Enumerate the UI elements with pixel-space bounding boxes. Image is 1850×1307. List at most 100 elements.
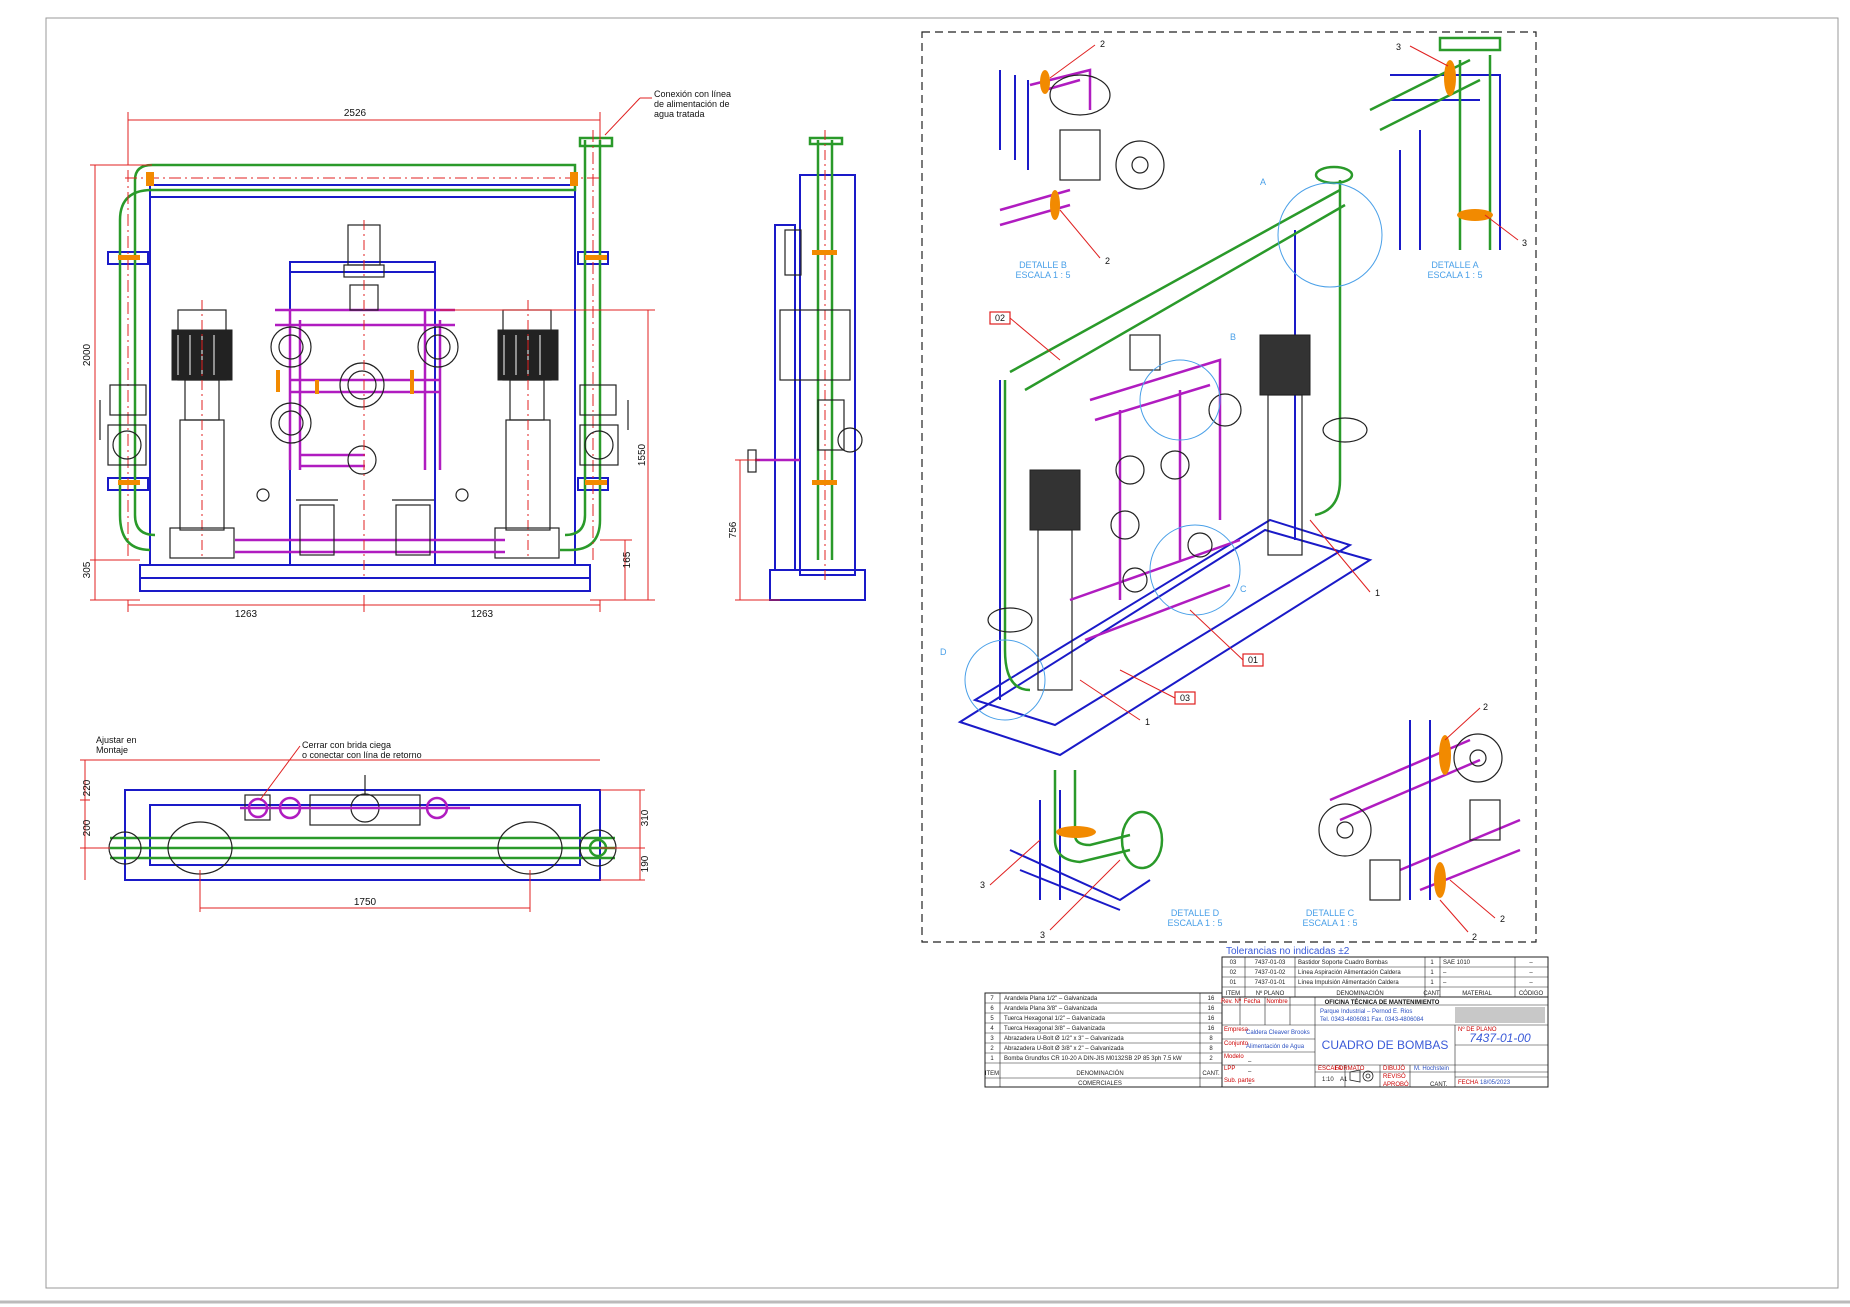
sub-label: Sub. partes (1224, 1078, 1255, 1084)
dibujo-value: M. Hochstein (1414, 1066, 1449, 1072)
parts-row-denom: Abrazadera U-Bolt Ø 3/8" x 2" – Galvaniz… (1004, 1046, 1124, 1052)
parts-row-item: 1 (990, 1056, 994, 1062)
dim-756: 756 (728, 521, 739, 538)
sub-value: – (1248, 1081, 1252, 1087)
lpp-label: LPP (1224, 1066, 1235, 1072)
company-logo (1455, 1007, 1545, 1023)
side-view: 756 (728, 130, 866, 601)
conjunto-value: Alimentación de Agua (1246, 1044, 1305, 1050)
parts-row-plano: 7437-01-03 (1255, 960, 1286, 966)
parts-row-denom: Arandela Plana 1/2" – Galvanizada (1004, 996, 1098, 1002)
flange-note-line2: o conectar con lína de retorno (302, 750, 422, 760)
parts-row-cant: 2 (1209, 1056, 1213, 1062)
dim-220: 220 (82, 779, 93, 796)
formato-value: A1 (1340, 1077, 1348, 1083)
prl-header-item: ITEM (1226, 991, 1240, 997)
cant-label: CANT. (1430, 1082, 1448, 1088)
pll-header-denom: DENOMINACIÓN (1076, 1070, 1123, 1077)
pump-left (169, 300, 235, 560)
title-block: Rev. Nº Fecha Nombre OFICINA TÉCNICA DE … (1221, 996, 1549, 1088)
parts-row-cant: 1 (1430, 980, 1434, 986)
parts-row-denom: Tuerca Hexagonal 1/2" – Galvanizada (1004, 1016, 1106, 1022)
pump-right (494, 300, 560, 560)
empresa-value: Caldera Cleaver Brooks (1246, 1030, 1310, 1036)
formato-label: FORMATO (1335, 1066, 1365, 1072)
parts-row-item: 02 (1230, 970, 1237, 976)
detail-d-callout-left: 3 (980, 880, 985, 890)
callout-1b: 1 (1375, 588, 1380, 598)
pll-header-item: ITEM (985, 1071, 999, 1077)
parts-row-denom: Línea Aspiración Alimentación Caldera (1298, 970, 1401, 976)
rev-header: Rev. Nº (1221, 998, 1242, 1005)
prl-header-material: MATERIAL (1462, 991, 1492, 997)
prl-header-cant: CANT. (1423, 991, 1441, 997)
connection-note-line2: de alimentación de (654, 99, 730, 109)
office-name: OFICINA TÉCNICA DE MANTENIMIENTO (1325, 998, 1440, 1006)
adjust-note-line1: Ajustar en (96, 735, 137, 745)
dim-200: 200 (82, 819, 93, 836)
parts-row-item: 03 (1230, 960, 1237, 966)
dim-height-total: 2000 (82, 343, 93, 366)
flange-note-line1: Cerrar con brida ciega (302, 740, 391, 750)
parts-row-item: 2 (990, 1046, 994, 1052)
callout-03: 03 (1180, 693, 1190, 703)
dim-width-total: 2526 (344, 108, 367, 119)
parts-row-codigo: – (1529, 980, 1533, 986)
parts-row-codigo: – (1529, 960, 1533, 966)
detail-a-callout-bottom: 3 (1522, 238, 1527, 248)
detail-letter-c: C (1240, 584, 1247, 594)
parts-row-cant: 16 (1208, 996, 1215, 1002)
parts-row-plano: 7437-01-02 (1255, 970, 1286, 976)
parts-row-cant: 16 (1208, 1006, 1215, 1012)
aprobo-label: APROBÓ (1383, 1081, 1409, 1088)
parts-row-item: 5 (990, 1016, 994, 1022)
detail-c-callout-right: 2 (1500, 914, 1505, 924)
detail-b-callout-top: 2 (1100, 39, 1105, 49)
parts-row-item: 4 (990, 1026, 994, 1032)
parts-row-cant: 1 (1430, 970, 1434, 976)
office-address: Parque Industrial – Pernod E. Rios (1320, 1009, 1412, 1015)
detail-b: 2 2 DETALLE B ESCALA 1 : 5 (999, 39, 1165, 280)
reviso-label: REVISÓ (1383, 1073, 1406, 1080)
dim-310: 310 (640, 809, 651, 826)
callout-1a: 1 (1145, 717, 1150, 727)
detail-c-callout-bottom: 2 (1472, 932, 1477, 942)
dim-305: 305 (82, 561, 93, 578)
dim-190: 190 (640, 855, 651, 872)
projection-symbol-icon (1349, 1069, 1374, 1083)
dim-1750: 1750 (354, 897, 377, 908)
dim-half-left: 1263 (235, 609, 258, 620)
dibujo-label: DIBUJÓ (1383, 1065, 1405, 1072)
fecha-label: FECHA (1458, 1080, 1478, 1086)
detail-a: 3 3 DETALLE A ESCALA 1 : 5 (1369, 36, 1527, 280)
connection-note-line3: agua tratada (654, 109, 705, 119)
detail-d-title: DETALLE D (1171, 908, 1220, 918)
dim-1550: 1550 (637, 443, 648, 466)
callout-02: 02 (995, 313, 1005, 323)
detail-a-scale: ESCALA 1 : 5 (1427, 270, 1482, 280)
detail-c: 2 2 2 DETALLE C ESCALA 1 : 5 (1302, 702, 1521, 942)
detail-b-title: DETALLE B (1019, 260, 1067, 270)
parts-row-cant: 8 (1209, 1036, 1213, 1042)
prl-header-denom: DENOMINACIÓN (1336, 990, 1383, 997)
detail-d-scale: ESCALA 1 : 5 (1167, 918, 1222, 928)
parts-row-material: – (1443, 980, 1447, 986)
parts-row-denom: Arandela Plana 3/8" – Galvanizada (1004, 1006, 1098, 1012)
detail-c-title: DETALLE C (1306, 908, 1355, 918)
dim-165: 165 (622, 551, 633, 568)
detail-b-scale: ESCALA 1 : 5 (1015, 270, 1070, 280)
nombre-header: Nombre (1266, 999, 1288, 1005)
detail-letter-d: D (940, 647, 947, 657)
parts-row-material: – (1443, 970, 1447, 976)
parts-row-cant: 1 (1430, 960, 1434, 966)
parts-row-codigo: – (1529, 970, 1533, 976)
detail-a-title: DETALLE A (1431, 260, 1478, 270)
parts-row-item: 7 (990, 996, 994, 1002)
empresa-label: Empresa (1224, 1027, 1249, 1033)
connection-note-line1: Conexión con línea (654, 89, 731, 99)
adjust-note-line2: Montaje (96, 745, 128, 755)
detail-d: 3 3 DETALLE D ESCALA 1 : 5 (980, 770, 1223, 940)
pll-header-cant: CANT. (1202, 1071, 1220, 1077)
parts-row-denom: Abrazadera U-Bolt Ø 1/2" x 3" – Galvaniz… (1004, 1036, 1124, 1042)
parts-row-material: SAE 1010 (1443, 960, 1471, 966)
